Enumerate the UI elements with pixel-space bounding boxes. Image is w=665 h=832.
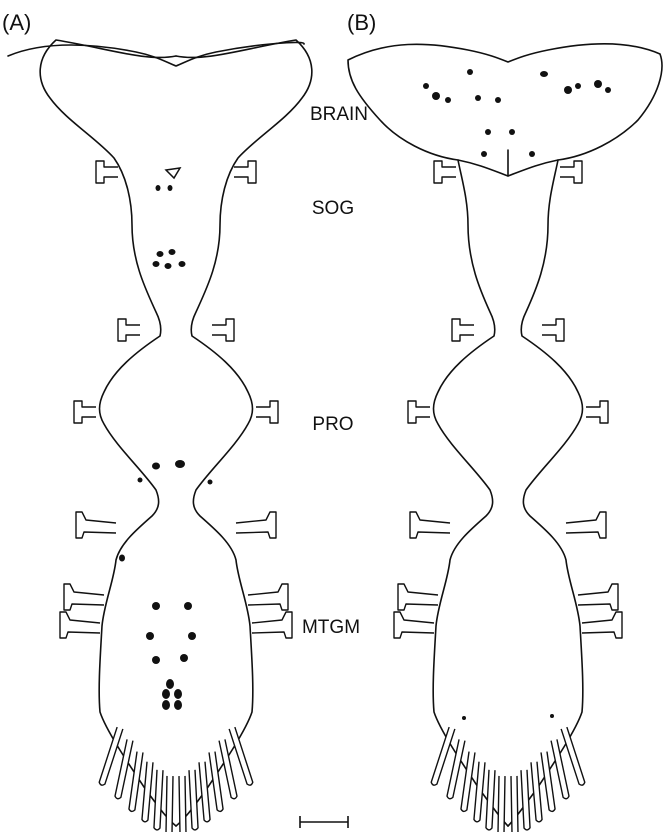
- panel-label-a: (A): [2, 10, 31, 36]
- leg-nerve: [64, 584, 104, 610]
- triangle-marker: [166, 168, 180, 178]
- nerve-root: [74, 401, 96, 423]
- region-label-mtgm: MTGM: [302, 617, 360, 639]
- leg-nerve: [248, 584, 288, 610]
- region-label-pro: PRO: [312, 414, 353, 436]
- left-outline: [433, 160, 508, 826]
- panel-label-b: (B): [347, 10, 376, 36]
- nerve-root: [452, 319, 474, 341]
- brain-top-edge: [8, 42, 304, 66]
- nerve-root: [256, 401, 278, 423]
- brain-lobes: [348, 44, 662, 176]
- nerve-root: [234, 161, 256, 183]
- leg-nerve: [582, 612, 622, 638]
- region-label-sog: SOG: [312, 198, 354, 220]
- nerve-root: [96, 161, 118, 183]
- region-label-brain: BRAIN: [310, 104, 368, 126]
- leg-nerve: [394, 612, 434, 638]
- panel-b-diagram: [348, 44, 662, 832]
- leg-nerve: [566, 512, 606, 538]
- cell-markers: [119, 168, 213, 710]
- panel-a-diagram: [8, 40, 312, 832]
- nerve-root: [586, 401, 608, 423]
- nerve-root: [434, 161, 456, 183]
- leg-nerve: [60, 612, 100, 638]
- right-outline: [508, 160, 583, 826]
- leg-nerve: [398, 584, 438, 610]
- right-outline: [176, 40, 312, 826]
- leg-nerve: [578, 584, 618, 610]
- leg-nerve: [236, 512, 276, 538]
- left-outline: [40, 40, 176, 826]
- abdominal-nerves: [431, 727, 586, 832]
- abdominal-nerves: [99, 727, 254, 832]
- scale-bar: [300, 816, 348, 828]
- nerve-root: [560, 161, 582, 183]
- leg-nerve: [76, 512, 116, 538]
- leg-nerve: [252, 612, 292, 638]
- nerve-root: [212, 319, 234, 341]
- nerve-root: [408, 401, 430, 423]
- nerve-root: [118, 319, 140, 341]
- nerve-root: [542, 319, 564, 341]
- leg-nerve: [410, 512, 450, 538]
